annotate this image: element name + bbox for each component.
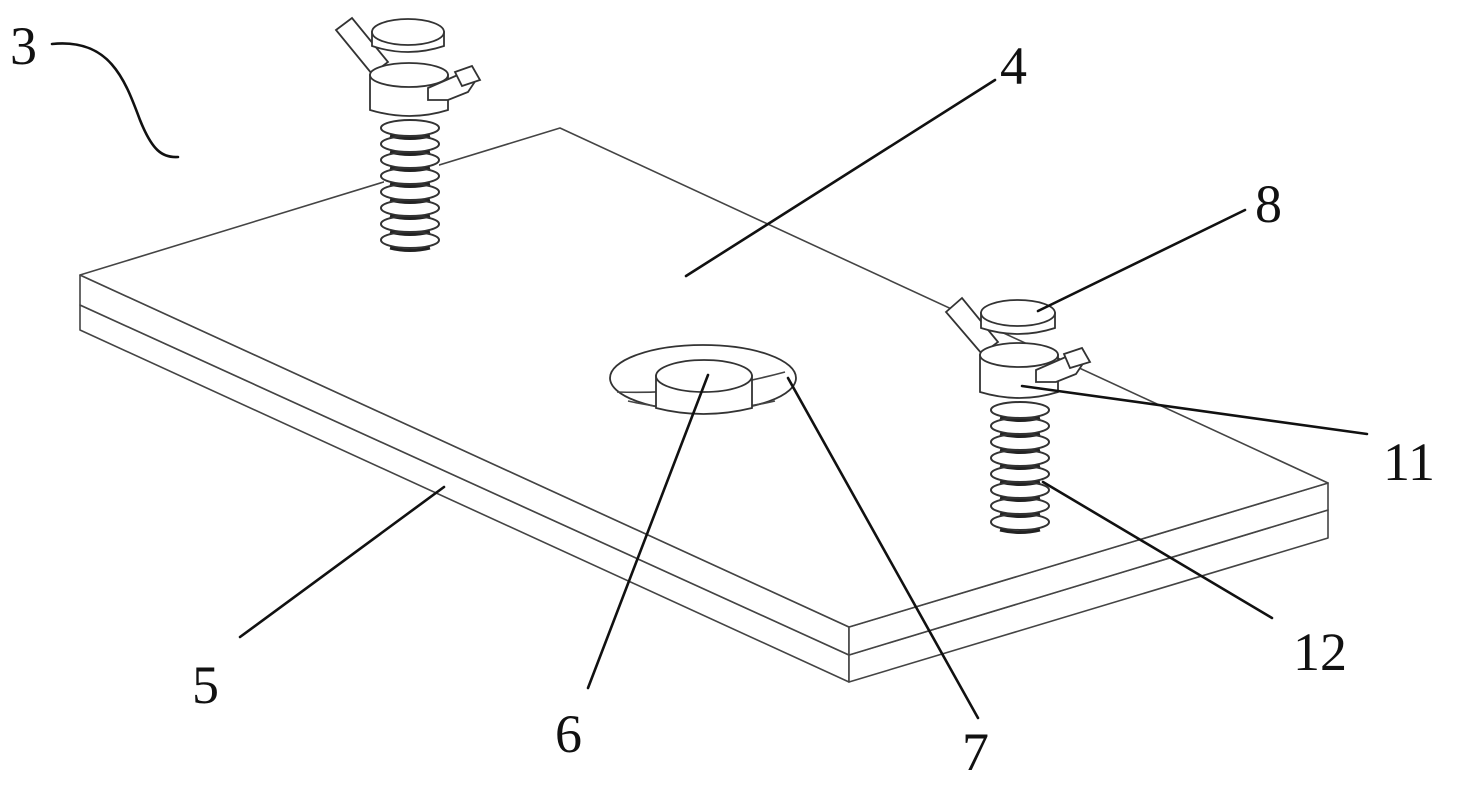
leader-8 bbox=[1036, 208, 1247, 313]
cap bbox=[371, 18, 445, 53]
label-7: 7 bbox=[962, 722, 989, 782]
label-8: 8 bbox=[1255, 174, 1282, 234]
wing-nut bbox=[334, 16, 482, 117]
leader-7 bbox=[786, 376, 980, 720]
spring-coil bbox=[990, 513, 1050, 531]
spring-coil bbox=[380, 231, 440, 249]
spring bbox=[990, 401, 1050, 534]
label-12: 12 bbox=[1293, 622, 1347, 682]
spring-inner-turn bbox=[999, 528, 1041, 534]
spring-assembly-left bbox=[334, 16, 482, 252]
leader-6 bbox=[586, 373, 710, 690]
leader-5 bbox=[238, 485, 446, 639]
spring-inner-turn bbox=[389, 246, 431, 252]
boss bbox=[655, 359, 753, 415]
spring bbox=[380, 119, 440, 252]
cap bbox=[980, 299, 1056, 335]
label-5: 5 bbox=[192, 655, 219, 715]
leader-4 bbox=[684, 78, 997, 278]
leader-11 bbox=[1020, 384, 1369, 436]
leader-12 bbox=[1041, 480, 1274, 620]
label-4: 4 bbox=[1000, 36, 1027, 96]
label-11: 11 bbox=[1383, 432, 1435, 492]
label-3: 3 bbox=[10, 16, 37, 76]
leader-3 bbox=[50, 42, 180, 159]
label-6: 6 bbox=[555, 704, 582, 764]
